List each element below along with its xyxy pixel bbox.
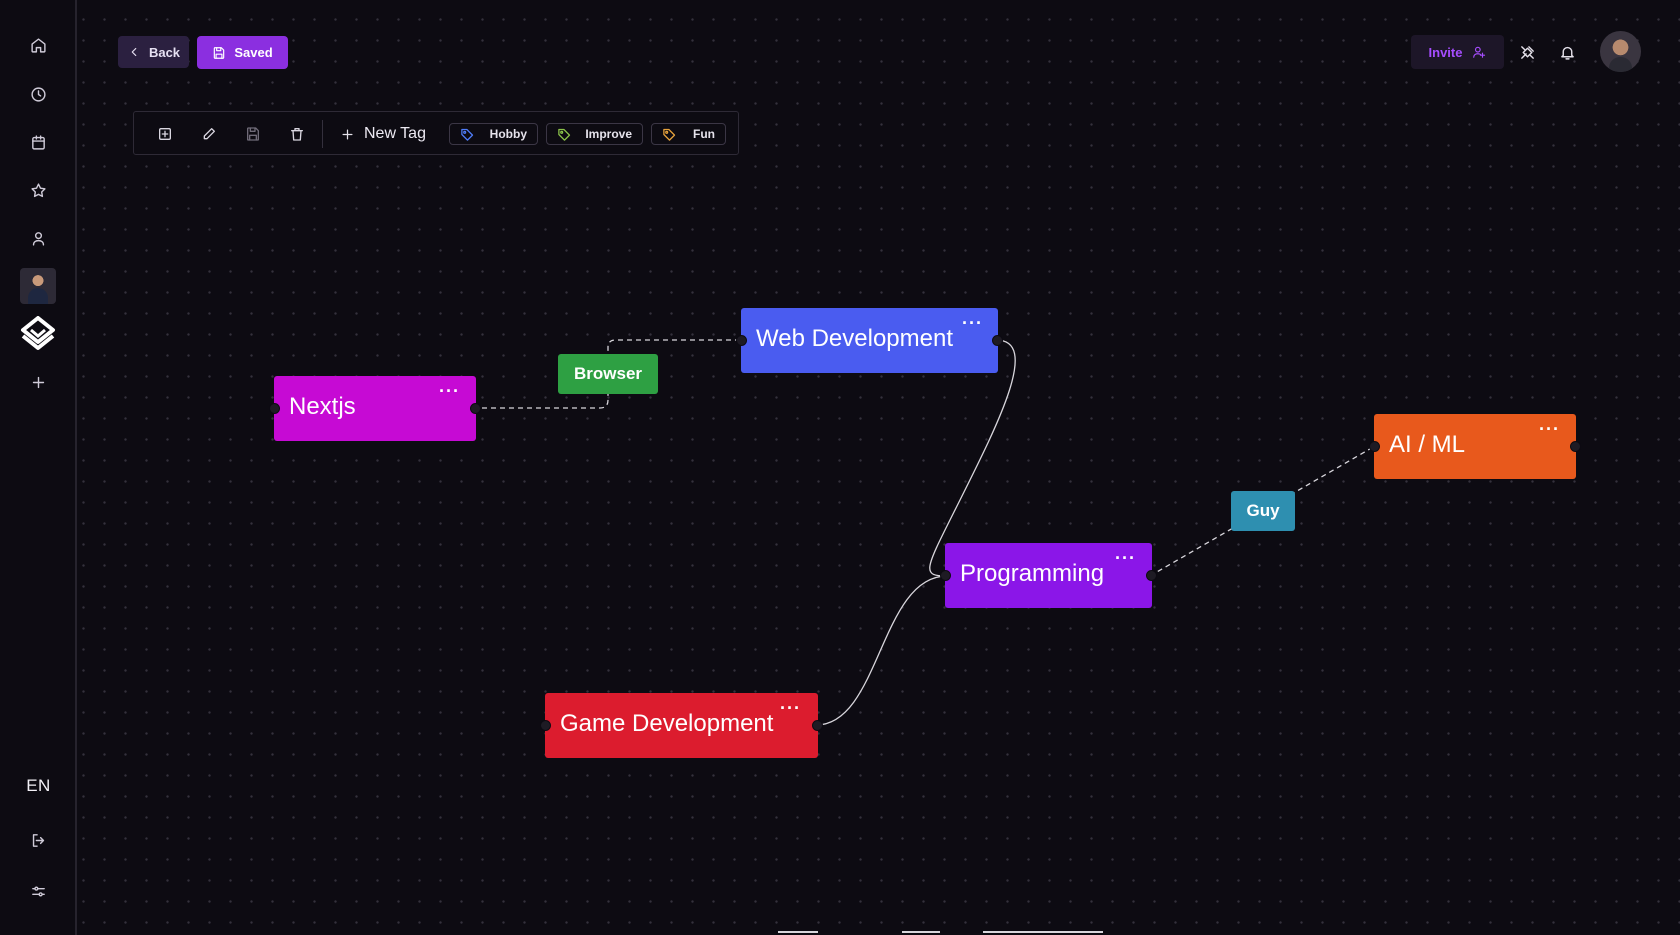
scroll-indicator — [902, 931, 940, 933]
save-icon[interactable] — [243, 124, 263, 144]
tag-icon — [461, 128, 474, 141]
new-tag-button[interactable]: New Tag — [340, 123, 426, 145]
graph-toolbar: New Tag Hobby Improve Fun — [133, 111, 739, 155]
workspace-avatar[interactable] — [20, 268, 56, 304]
node-handle-right[interactable] — [1146, 570, 1157, 581]
user-avatar[interactable] — [1600, 31, 1641, 72]
star-icon[interactable] — [18, 170, 58, 210]
node-label: Web Development — [756, 325, 953, 352]
node-ai-ml[interactable]: AI / ML ··· — [1369, 414, 1581, 479]
add-node-icon[interactable] — [155, 124, 175, 144]
trash-icon[interactable] — [287, 124, 307, 144]
tag-label: Improve — [585, 127, 632, 141]
chevron-left-icon — [131, 47, 137, 57]
calendar-icon[interactable] — [18, 122, 58, 162]
language-selector[interactable]: EN — [26, 776, 51, 795]
tag-label: Fun — [693, 127, 715, 141]
user-icon[interactable] — [18, 218, 58, 258]
app-logo-icon[interactable] — [20, 316, 56, 352]
new-tag-label: New Tag — [364, 125, 426, 142]
node-nextjs[interactable]: Nextjs ··· — [269, 376, 481, 441]
scroll-indicator — [983, 931, 1103, 933]
logout-icon[interactable] — [18, 820, 58, 860]
edge-label-guy[interactable]: Guy — [1231, 491, 1295, 531]
invite-label: Invite — [1428, 44, 1463, 60]
save-icon — [214, 46, 225, 59]
node-menu-icon[interactable]: ··· — [439, 381, 460, 401]
scroll-indicator — [778, 931, 818, 933]
node-handle-left[interactable] — [1369, 441, 1380, 452]
user-plus-icon — [1473, 46, 1486, 58]
sidebar: EN — [0, 0, 77, 935]
node-handle-left[interactable] — [736, 335, 747, 346]
node-handle-left[interactable] — [269, 403, 280, 414]
node-handle-left[interactable] — [940, 570, 951, 581]
pencil-icon[interactable] — [199, 124, 219, 144]
tag-icon — [663, 128, 676, 141]
node-label: Nextjs — [289, 393, 356, 420]
node-handle-left[interactable] — [540, 720, 551, 731]
tag-improve[interactable]: Improve — [546, 123, 643, 145]
node-menu-icon[interactable]: ··· — [962, 313, 983, 333]
node-handle-right[interactable] — [812, 720, 823, 731]
saved-button[interactable]: Saved — [197, 36, 288, 69]
tag-fun[interactable]: Fun — [651, 123, 726, 145]
plus-icon[interactable] — [18, 362, 58, 402]
node-handle-right[interactable] — [992, 335, 1003, 346]
node-label: AI / ML — [1389, 431, 1466, 458]
sliders-icon[interactable] — [18, 871, 58, 911]
bell-icon[interactable] — [1555, 40, 1579, 64]
edge-label-browser[interactable]: Browser — [558, 354, 658, 394]
back-label: Back — [148, 44, 181, 60]
tag-icon — [558, 128, 571, 141]
back-button[interactable]: Back — [118, 36, 189, 68]
tag-label: Hobby — [489, 127, 527, 141]
plus-icon — [342, 129, 353, 139]
home-icon[interactable] — [18, 25, 58, 65]
node-handle-right[interactable] — [470, 403, 481, 414]
node-handle-right[interactable] — [1570, 441, 1581, 452]
node-label: Game Development — [560, 710, 774, 737]
node-menu-icon[interactable]: ··· — [780, 698, 801, 718]
node-menu-icon[interactable]: ··· — [1115, 548, 1136, 568]
clock-icon[interactable] — [18, 74, 58, 114]
node-label: Programming — [960, 560, 1105, 587]
tag-hobby[interactable]: Hobby — [449, 123, 538, 145]
node-game-development[interactable]: Game Development ··· — [540, 693, 823, 758]
invite-button[interactable]: Invite — [1411, 35, 1504, 69]
toolbar-divider — [322, 120, 323, 148]
saved-label: Saved — [234, 45, 273, 60]
node-web-development[interactable]: Web Development ··· — [736, 308, 1003, 373]
tools-icon[interactable] — [1515, 40, 1539, 64]
node-programming[interactable]: Programming ··· — [940, 543, 1157, 608]
node-menu-icon[interactable]: ··· — [1539, 419, 1560, 439]
